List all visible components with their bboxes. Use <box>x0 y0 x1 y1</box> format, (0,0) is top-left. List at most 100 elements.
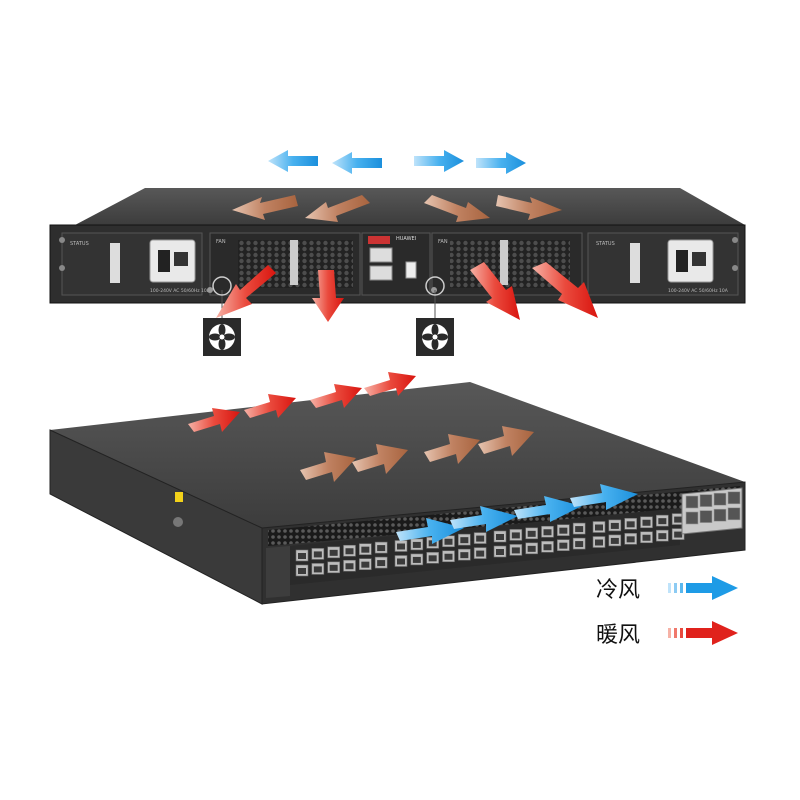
rj45-port-socket <box>543 544 552 551</box>
fan-right-label: FAN <box>438 239 448 245</box>
rj45-port-socket <box>460 552 469 559</box>
legend-cold-arrow <box>668 576 738 600</box>
rj45-port-socket <box>313 551 322 558</box>
rj45-port-socket <box>298 568 306 574</box>
exhaust-arrow-2 <box>352 444 408 474</box>
rj45-port-socket <box>345 563 354 570</box>
rj45-port-socket <box>361 546 370 553</box>
rj45-port-socket <box>428 555 437 562</box>
front-lid-exhaust-arrows <box>300 426 534 482</box>
cold-arrow-rear-2 <box>332 152 382 174</box>
front-switch-view <box>49 382 746 605</box>
rj45-port-socket <box>658 533 667 540</box>
exhaust-arrow-4 <box>478 426 534 456</box>
psu-left: STATUS 100-240V AC 50/60Hz 10A <box>61 232 211 296</box>
lid-arrow-3 <box>424 195 490 222</box>
rj45-port-socket <box>610 522 619 529</box>
rj45-port-socket <box>559 527 568 534</box>
warm-arrow-lid-4 <box>364 372 416 396</box>
sfp-port <box>699 494 713 507</box>
warm-arrow-rear-1 <box>216 265 276 318</box>
front-cold-intake-arrows <box>396 484 638 544</box>
warm-arrow-lid-3 <box>310 384 362 408</box>
rj45-port-socket <box>511 547 520 554</box>
cold-arrow-front-1 <box>396 518 464 544</box>
console-area <box>266 546 290 598</box>
psu-left-status-label: STATUS <box>70 241 89 247</box>
legend: 冷风 暖风 <box>596 576 738 648</box>
fan-module-left: FAN <box>207 232 361 296</box>
psu-right-status-label: STATUS <box>596 241 615 247</box>
psu-left-rating: 100-240V AC 50/60Hz 10A <box>150 288 211 294</box>
rj45-port-socket <box>496 534 504 540</box>
rj45-port-socket <box>559 542 568 549</box>
sfp-port <box>713 492 727 506</box>
warm-arrow-lid-2 <box>244 394 296 418</box>
psu-right-rating: 100-240V AC 50/60Hz 10A <box>668 288 729 294</box>
rj45-port-socket <box>444 553 453 560</box>
rj45-port-socket <box>412 556 421 563</box>
rj45-port-socket <box>511 532 520 539</box>
warm-arrow-rear-2 <box>312 270 344 322</box>
sfp-ports <box>685 491 741 525</box>
rj45-port-socket <box>444 538 453 545</box>
rj45-port-socket <box>361 561 370 568</box>
rj45-port-socket <box>575 541 584 548</box>
management-panel: HUAWEI <box>361 232 431 296</box>
rj45-port-socket <box>674 516 683 523</box>
ethernet-ports <box>295 513 685 577</box>
cold-arrow-rear-3 <box>414 150 464 172</box>
rj45-port-socket <box>595 539 603 546</box>
rj45-port-socket <box>626 521 635 528</box>
warm-arrow-lid-1 <box>188 408 240 432</box>
sfp-port <box>727 507 741 521</box>
sfp-port <box>699 510 713 523</box>
sfp-port <box>727 491 741 505</box>
fan-icon-right <box>416 276 454 356</box>
rj45-port-socket <box>397 543 405 550</box>
rj45-port-socket <box>412 541 421 548</box>
rear-lid-exhaust-arrows <box>232 195 562 222</box>
rj45-port-socket <box>329 549 338 556</box>
rj45-port-socket <box>610 537 619 544</box>
exhaust-arrow-3 <box>424 434 480 464</box>
fan-icon-left <box>203 276 241 356</box>
sfp-port <box>685 495 699 509</box>
lid-arrow-1 <box>232 195 298 220</box>
rear-top-lid <box>75 188 745 225</box>
cold-arrow-rear-1 <box>268 150 318 172</box>
rj45-port-socket <box>575 526 584 533</box>
sfp-port <box>685 511 699 525</box>
rj45-port-socket <box>377 560 386 567</box>
rj45-port-socket <box>298 553 306 559</box>
cold-arrow-front-4 <box>570 484 638 510</box>
brand-label: HUAWEI <box>396 236 416 242</box>
rj45-port-socket <box>626 536 635 543</box>
legend-warm: 暖风 <box>596 621 738 648</box>
rear-switch-view: STATUS 100-240V AC 50/60Hz 10A FAN HUAWE… <box>49 188 746 356</box>
front-lid-warm-arrows <box>188 372 416 432</box>
legend-warm-arrow <box>668 621 738 645</box>
cold-arrow-rear-4 <box>476 152 526 174</box>
rj45-port-socket <box>476 550 485 557</box>
lid-arrow-4 <box>496 195 562 220</box>
legend-warm-label: 暖风 <box>596 623 640 648</box>
rj45-port-socket <box>313 566 322 573</box>
cold-arrow-front-3 <box>514 496 582 522</box>
fan-left-label: FAN <box>216 239 226 245</box>
rear-cold-intake-arrows <box>268 150 526 174</box>
lid-arrow-2 <box>305 195 370 222</box>
rj45-port-socket <box>642 519 651 526</box>
rj45-port-socket <box>595 524 603 531</box>
cold-arrow-front-2 <box>450 506 518 532</box>
rj45-port-socket <box>496 549 504 555</box>
legend-cold: 冷风 <box>596 576 738 603</box>
rj45-port-socket <box>642 534 651 541</box>
rj45-port-socket <box>476 535 485 542</box>
rj45-port-socket <box>377 545 386 552</box>
rj45-port-socket <box>658 518 667 525</box>
rear-warm-exhaust-arrows <box>216 262 598 322</box>
sfp-port <box>713 508 727 522</box>
warm-arrow-rear-3 <box>470 262 520 320</box>
psu-right: STATUS 100-240V AC 50/60Hz 10A <box>587 232 739 296</box>
